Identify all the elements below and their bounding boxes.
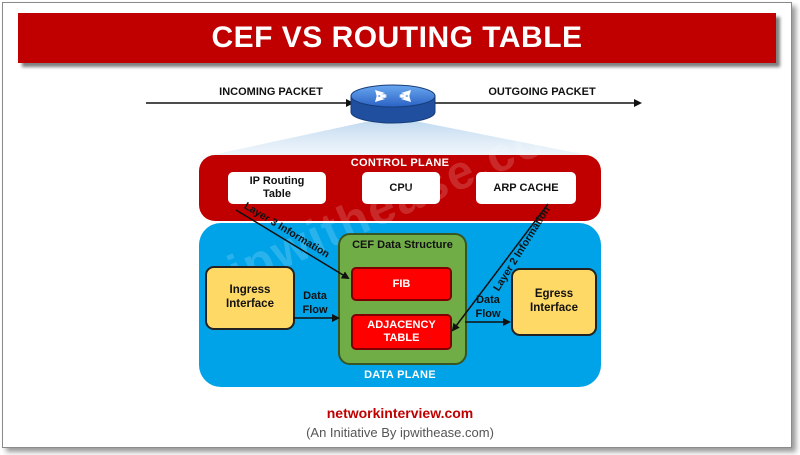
control-plane-title: CONTROL PLANE xyxy=(350,157,450,169)
footer-site: networkinterview.com xyxy=(326,405,474,421)
ip-routing-table-box: IP Routing Table xyxy=(228,172,326,204)
data-flow-left-label: Data Flow xyxy=(302,290,328,316)
data-plane-title: DATA PLANE xyxy=(364,369,436,381)
cpu-label: CPU xyxy=(389,181,413,194)
fib-label: FIB xyxy=(392,277,411,290)
layer2-arrow xyxy=(451,203,549,332)
cef-title: CEF Data Structure xyxy=(352,239,453,251)
fib-box: FIB xyxy=(351,267,452,301)
egress-interface-box: Egress Interface xyxy=(511,268,597,336)
ingress-interface-box: Ingress Interface xyxy=(205,266,295,330)
page-title: CEF VS ROUTING TABLE xyxy=(211,21,583,54)
data-flow-right-label: Data Flow xyxy=(475,294,501,320)
arp-cache-box: ARP CACHE xyxy=(476,172,576,204)
title-banner: CEF VS ROUTING TABLE xyxy=(18,13,776,63)
router-icon xyxy=(350,84,436,124)
outgoing-packet-label: OUTGOING PACKET xyxy=(488,86,596,98)
arp-cache-label: ARP CACHE xyxy=(493,181,559,194)
layer3-arrow xyxy=(235,209,350,280)
adjacency-table-box: ADJACENCY TABLE xyxy=(351,314,452,350)
cpu-box: CPU xyxy=(362,172,440,204)
incoming-packet-label: INCOMING PACKET xyxy=(219,86,323,98)
ingress-interface-label: Ingress Interface xyxy=(226,284,274,310)
adjacency-table-label: ADJACENCY TABLE xyxy=(367,319,436,344)
ip-routing-table-label: IP Routing Table xyxy=(249,175,305,200)
footer-tagline: (An Initiative By ipwithease.com) xyxy=(306,425,494,440)
router-beam xyxy=(198,122,602,158)
egress-interface-label: Egress Interface xyxy=(530,288,578,314)
